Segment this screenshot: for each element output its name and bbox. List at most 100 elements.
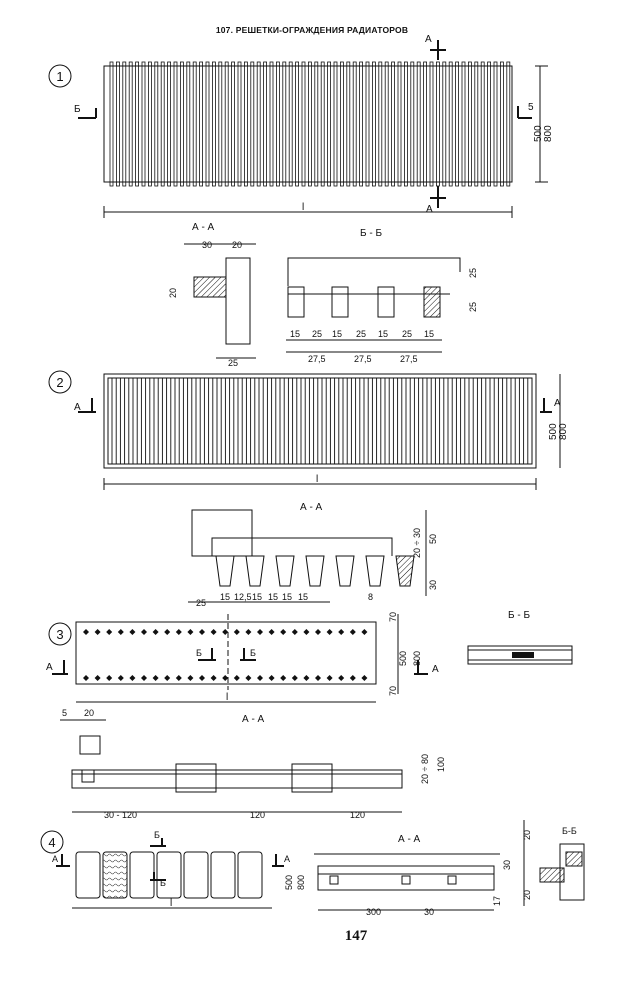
slat	[480, 61, 485, 187]
rivet	[210, 675, 217, 681]
rivet	[257, 675, 263, 681]
rivet	[106, 629, 113, 635]
rivet	[291, 675, 298, 681]
dim-20-30: 20 ÷ 30	[412, 528, 422, 558]
aa2-slat	[275, 555, 295, 587]
slat	[186, 61, 191, 187]
rivet	[245, 675, 252, 681]
bb-dim-top: 15	[424, 329, 434, 339]
figure-number: 1	[56, 69, 63, 84]
rivet	[164, 675, 171, 681]
dim-bb-25a: 25	[468, 268, 478, 278]
slat	[339, 61, 344, 187]
dim-25-2: 25	[196, 598, 206, 608]
rivet	[152, 629, 159, 635]
slat	[429, 61, 434, 187]
section-mark-b-right	[517, 106, 532, 119]
slat	[435, 61, 440, 187]
rivet	[187, 629, 194, 635]
rivet	[141, 675, 147, 681]
slat	[288, 61, 293, 187]
rivet	[268, 675, 275, 681]
slat	[179, 61, 184, 187]
slat	[474, 61, 479, 187]
mark-b1-4: Б	[154, 830, 160, 840]
slat	[461, 61, 466, 187]
section-bb-label-3: Б - Б	[508, 610, 530, 621]
rivet	[164, 629, 171, 635]
dim-120a: 120	[250, 810, 265, 820]
rivet	[94, 629, 101, 635]
grille-2-elevation	[103, 373, 537, 469]
block-tile	[183, 851, 209, 899]
dim-50: 50	[428, 534, 438, 544]
mark-a-left-2: А	[74, 402, 81, 413]
mark-b2-4: Б	[160, 878, 166, 888]
slat	[320, 61, 325, 187]
bb-dim-bottom: 27,5	[354, 354, 372, 364]
figure-4: 4 А А Б Б 500 800 l А - А 30 17 300 30 Б…	[40, 820, 585, 917]
slat	[378, 61, 383, 187]
slat	[359, 61, 364, 187]
pitch-dim: 12,5	[234, 592, 252, 602]
slat	[199, 61, 204, 187]
rivet	[141, 629, 147, 635]
slat	[218, 61, 223, 187]
slat	[109, 61, 114, 187]
slat	[493, 61, 498, 187]
slat	[467, 61, 472, 187]
slat	[269, 61, 274, 187]
slat	[243, 61, 248, 187]
rivet	[129, 629, 136, 635]
figure-2: 2 А А 500 800 l А - А 20 ÷ 30 50 30 8 25…	[48, 370, 569, 608]
section-bb-label-4: Б-Б	[562, 826, 577, 836]
aa2-slat	[245, 555, 265, 587]
rivet	[233, 675, 240, 681]
slat	[135, 61, 140, 187]
bb-bar-3	[377, 286, 395, 318]
dim-20a-4: 20	[522, 830, 532, 840]
dim-length-4: l	[170, 898, 172, 909]
section-aa-label-2: А - А	[300, 502, 323, 513]
aa2-slat	[335, 555, 355, 587]
mark-a-right-4: А	[284, 854, 290, 864]
rivet	[349, 629, 356, 635]
rivet	[245, 629, 252, 635]
slat	[250, 61, 255, 187]
bb-bar-2	[331, 286, 349, 318]
grille-3-elevation	[75, 621, 377, 685]
dim-120b: 120	[350, 810, 365, 820]
dim-bb-25b: 25	[468, 302, 478, 312]
dim-30-4: 30	[424, 907, 434, 917]
section-mark-a-top	[430, 40, 446, 60]
mark-a-right-3: А	[432, 664, 439, 675]
section-aa-post	[225, 257, 251, 345]
figure-3: 3 Б Б А А 70 500 800 70 l Б - Б А - А 5 …	[46, 610, 573, 820]
rivet	[315, 675, 321, 681]
dim-30: 30	[202, 240, 212, 250]
bb-dim-top: 15	[332, 329, 342, 339]
mark-b1-3: Б	[196, 648, 202, 658]
slat	[275, 61, 280, 187]
rivet	[280, 675, 287, 681]
bb-dim-top: 15	[378, 329, 388, 339]
aa2-slat	[365, 555, 385, 587]
dim-20-80: 20 ÷ 80	[420, 754, 430, 784]
dim-500-2: 500	[548, 423, 559, 440]
bb-dim-bottom: 27,5	[400, 354, 418, 364]
bb-bar-4	[423, 286, 441, 318]
aa2-slat	[215, 555, 235, 587]
slat	[141, 61, 146, 187]
pitch-dim: 15	[298, 592, 308, 602]
slat	[487, 61, 492, 187]
rivet	[349, 675, 356, 681]
bb3-section	[467, 645, 573, 665]
figure-number-3: 3	[56, 627, 63, 642]
section-aa-label-4: А - А	[398, 834, 421, 845]
rivet	[117, 675, 124, 681]
pitch-dim: 15	[282, 592, 292, 602]
block-tile	[156, 851, 182, 899]
slat	[173, 61, 178, 187]
